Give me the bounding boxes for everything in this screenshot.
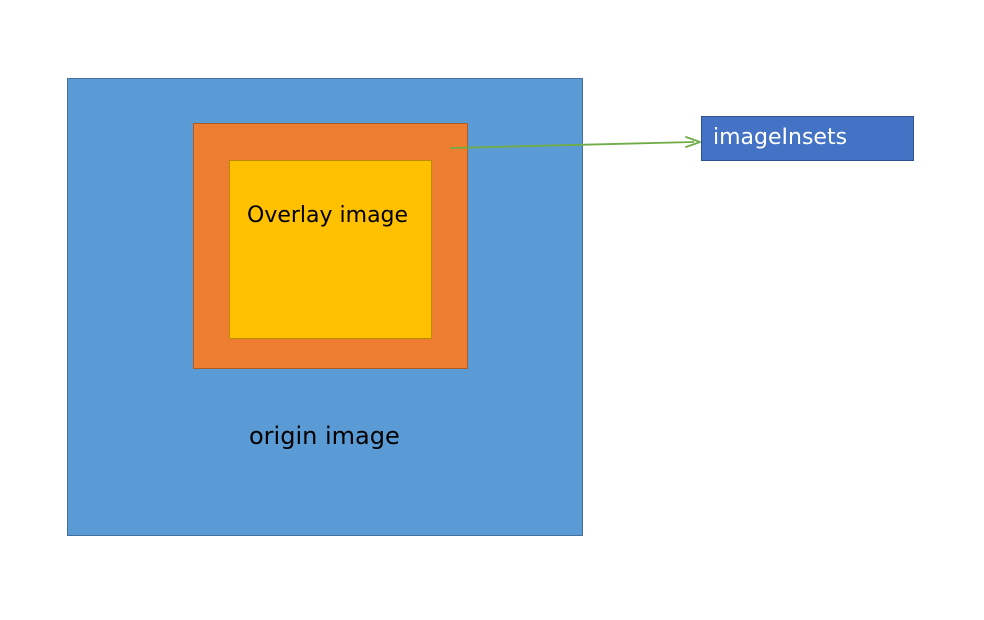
image-insets-callout-label: imageInsets bbox=[713, 125, 848, 150]
origin-image-label: origin image bbox=[249, 422, 400, 450]
overlay-image-box bbox=[229, 160, 432, 339]
overlay-image-label: Overlay image bbox=[247, 203, 409, 228]
connector-arrowhead bbox=[685, 136, 701, 148]
image-insets-callout-box bbox=[701, 116, 914, 161]
